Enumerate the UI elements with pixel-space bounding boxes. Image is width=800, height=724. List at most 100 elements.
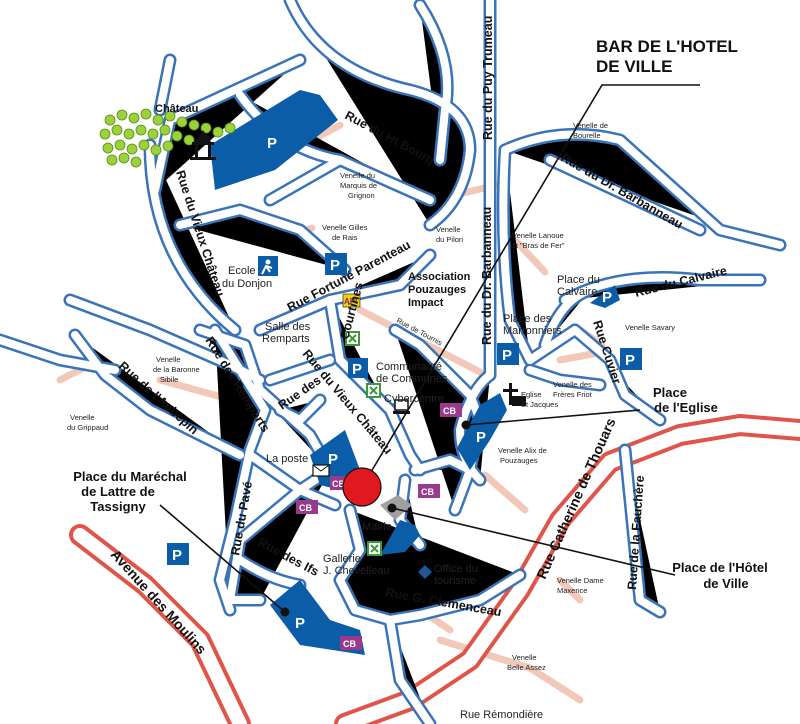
svg-text:du Donjon: du Donjon [222,278,272,290]
svg-text:de la Baronne: de la Baronne [153,365,200,374]
svg-text:Cybercentre: Cybercentre [384,393,444,405]
place-eglise-marker[interactable] [461,420,471,430]
callout-line-bar [361,84,700,488]
svg-text:P: P [352,361,362,378]
parking-sign [325,253,347,275]
svg-text:P: P [502,347,512,364]
place-marechal-marker[interactable] [280,607,290,617]
svg-text:Bourelle: Bourelle [573,131,601,140]
marechal-callout-3: Tassigny [90,499,146,514]
svg-text:Calvaire: Calvaire [557,286,597,298]
main-roads [69,414,800,724]
svg-text:Maxence: Maxence [557,586,587,595]
svg-text:CB: CB [299,503,312,513]
callout-line-eglise [465,409,641,426]
svg-text:CB: CB [421,487,434,497]
svg-text:La poste: La poste [266,453,308,465]
cb-badge [340,636,362,650]
cb-badge [440,403,462,417]
parking-sign [497,343,519,365]
svg-text:Office du: Office du [434,563,478,575]
svg-text:Remparts: Remparts [262,333,310,345]
callout-lines [159,84,700,613]
svg-text:Pouzauges: Pouzauges [500,456,538,465]
parking-mairie [380,520,420,555]
svg-text:Mairie: Mairie [362,521,392,533]
svg-text:P: P [602,289,612,306]
svg-text:CB: CB [443,406,456,416]
bar-title-line1: BAR DE L'HOTEL [596,37,738,56]
parking-chateau [210,90,338,190]
cb-badges: CB CB CB CB CB [296,403,462,650]
svg-text:tourisme: tourisme [434,575,476,587]
parking-sign [348,358,368,378]
place-hotel-ville-marker[interactable] [387,503,397,513]
place-labels: Château Ecole du Donjon Association Pouz… [155,103,600,587]
parking-sign [620,348,642,370]
svg-text:i: i [423,567,426,577]
svg-text:Venelle Gilles: Venelle Gilles [322,223,368,232]
marechal-callout-1: Place du Maréchal [73,469,186,484]
svg-text:de Communes: de Communes [376,373,448,385]
bar-title-line2: DE VILLE [596,57,673,76]
street-label: Rue Catherine de Thouars [533,415,619,581]
street-label: Avenue des Moulins [108,546,210,657]
callout-labels: BAR DE L'HOTEL DE VILLE Place de l'Eglis… [73,37,768,591]
svg-text:Venelle Alix de: Venelle Alix de [498,446,547,455]
street-label: Rue Rémondière [460,709,543,721]
svg-text:CB: CB [332,479,345,489]
svg-text:Venelle Savary: Venelle Savary [625,323,675,332]
computer-icon [393,399,410,414]
svg-text:dit "Bras de Fer": dit "Bras de Fer" [510,241,565,250]
svg-text:Place des: Place des [503,313,552,325]
svg-text:de Rais: de Rais [332,233,358,242]
hotel-ville-callout-2: de Ville [703,576,748,591]
svg-text:J. Chevelleau: J. Chevelleau [323,565,390,577]
tourism-icon: i [418,565,432,579]
svg-text:St Jacques: St Jacques [521,400,558,409]
bar-hotel-ville-marker[interactable] [342,467,382,507]
parking-sign [167,543,189,565]
svg-text:Venelle Dame: Venelle Dame [557,576,604,585]
svg-text:Pouzauges: Pouzauges [408,284,466,296]
svg-text:Marronniers: Marronniers [503,325,562,337]
svg-text:Belle Assez: Belle Assez [507,663,546,672]
svg-text:P: P [172,547,182,564]
eglise-callout-2: de l'Eglise [654,400,718,415]
venelle-labels: Venelle de Bourelle Venelle du Marquis d… [67,121,675,672]
castle-icon [190,130,216,160]
mail-icon [312,464,330,477]
chateau-park [99,108,236,168]
svg-text:API: API [344,297,357,306]
svg-text:Communauté: Communauté [376,361,442,373]
parking-eglise [457,393,507,470]
svg-text:Salle des: Salle des [265,321,311,333]
svg-text:Venelle du: Venelle du [340,171,375,180]
svg-text:P: P [330,257,340,274]
svg-text:P: P [625,352,635,369]
callout-line-hotel-ville [391,507,676,576]
parking-signs: P P P P P [167,253,642,565]
svg-text:Marquis de: Marquis de [340,181,377,190]
svg-text:du Grippaud: du Grippaud [67,423,108,432]
svg-text:P: P [295,615,305,632]
cb-badge [296,500,318,514]
street-network [0,0,780,724]
svg-text:Gallerie: Gallerie [323,553,361,565]
svg-text:Venelle de: Venelle de [573,121,608,130]
pedestrian-paths [56,121,607,704]
svg-text:P: P [267,135,277,152]
svg-text:CB: CB [343,639,356,649]
svg-text:Venelle: Venelle [156,355,181,364]
svg-text:Place du: Place du [557,274,600,286]
street-label: Rue du Puy Trumeau [481,16,495,140]
svg-text:P: P [328,451,338,468]
svg-text:Impact: Impact [408,297,444,309]
svg-text:Association: Association [408,271,471,283]
svg-text:Sibile: Sibile [160,375,178,384]
svg-text:Venelle: Venelle [512,653,537,662]
cb-badge [418,484,440,498]
eglise-callout-1: Place [653,385,687,400]
